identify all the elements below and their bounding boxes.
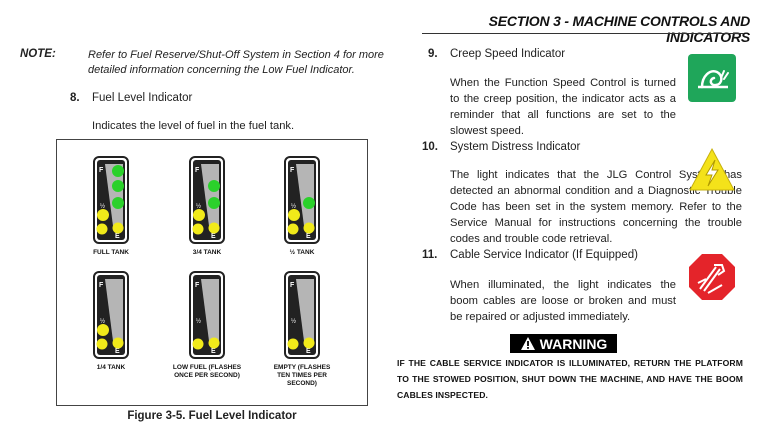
gauge-led-green — [112, 180, 124, 192]
gauge-quarter-tank: F ½ E — [93, 271, 129, 359]
gauge-led-yellow — [303, 222, 315, 234]
gauge-wedge — [296, 279, 314, 341]
item-10-title: System Distress Indicator — [450, 141, 581, 153]
gauge-label-empty: EMPTY (FLASHES TEN TIMES PER SECOND) — [273, 364, 331, 387]
gauge-mark-half: ½ — [196, 203, 201, 210]
gauge-led-yellow — [193, 209, 205, 221]
gauge-led-yellow — [112, 337, 124, 349]
gauge-mark-half: ½ — [291, 318, 296, 325]
gauge-wedge — [105, 279, 123, 341]
item-11-number: 11. — [422, 249, 438, 261]
lightning-warning-icon — [689, 147, 735, 191]
gauge-three-quarter-tank: F ½ E — [189, 156, 225, 244]
gauge-led-green — [208, 180, 220, 192]
section-header: SECTION 3 - MACHINE CONTROLS AND INDICAT… — [488, 13, 751, 45]
gauge-led-yellow — [287, 223, 299, 235]
gauge-label-quarter: 1/4 TANK — [96, 364, 126, 371]
gauge-label-three-quarter: 3/4 TANK — [192, 249, 222, 256]
gauge-low-fuel: F ½ E — [189, 271, 225, 359]
item-10-desc: The light indicates that the JLG Control… — [450, 169, 742, 245]
gauge-mark-empty: E — [306, 233, 311, 240]
gauge-label-low: LOW FUEL (FLASHES ONCE PER SECOND) — [172, 364, 242, 379]
gauge-led-green — [112, 197, 124, 209]
item-11-desc: When illuminated, the light indicates th… — [450, 279, 676, 323]
gauge-mark-full: F — [195, 282, 200, 289]
item-8-title: Fuel Level Indicator — [92, 92, 193, 104]
gauge-label-half: ½ TANK — [289, 249, 315, 256]
gauge-mark-empty: E — [306, 348, 311, 355]
gauge-mark-empty: E — [115, 233, 120, 240]
warning-label: WARNING — [539, 335, 608, 352]
gauge-half-tank: F ½ E — [284, 156, 320, 244]
figure-caption: Figure 3-5. Fuel Level Indicator — [127, 410, 297, 422]
gauge-wedge — [201, 279, 219, 341]
warning-banner: WARNING — [510, 334, 617, 353]
gauge-wedge — [105, 164, 123, 226]
gauge-mark-empty: E — [115, 348, 120, 355]
gauge-mark-half: ½ — [100, 318, 105, 325]
gauge-wedge — [201, 164, 219, 226]
item-9-desc: When the Function Speed Control is turne… — [450, 77, 676, 137]
gauge-led-green — [208, 197, 220, 209]
gauge-led-yellow — [112, 222, 124, 234]
item-8-number: 8. — [70, 92, 80, 104]
gauge-mark-full: F — [290, 282, 295, 289]
gauge-mark-half: ½ — [196, 318, 201, 325]
item-9-number: 9. — [428, 48, 438, 60]
gauge-led-yellow — [96, 223, 108, 235]
item-10-number: 10. — [422, 141, 438, 153]
gauge-mark-full: F — [290, 167, 295, 174]
warning-triangle-icon — [520, 337, 535, 350]
gauge-mark-full: F — [195, 167, 200, 174]
fuel-gauge-figure: F ½ E FULL TANK F ½ E 3/4 TANK F ½ E ½ TANK F ½… — [56, 139, 368, 406]
snail-icon — [688, 54, 736, 102]
note-label: NOTE: — [20, 48, 56, 60]
gauge-empty: F ½ E — [284, 271, 320, 359]
gauge-led-yellow — [96, 338, 108, 350]
gauge-wedge — [296, 164, 314, 226]
header-divider — [422, 33, 744, 34]
gauge-mark-empty: E — [211, 348, 216, 355]
gauge-led-yellow — [192, 223, 204, 235]
gauge-led-yellow — [288, 209, 300, 221]
gauge-led-yellow — [97, 209, 109, 221]
gauge-mark-half: ½ — [291, 203, 296, 210]
gauge-full-tank: F ½ E — [93, 156, 129, 244]
gauge-led-green — [303, 197, 315, 209]
gauge-mark-empty: E — [211, 233, 216, 240]
gauge-mark-full: F — [99, 167, 104, 174]
gauge-led-yellow — [192, 338, 204, 350]
cable-service-icon — [689, 254, 735, 300]
gauge-mark-full: F — [99, 282, 104, 289]
item-11-title: Cable Service Indicator (If Equipped) — [450, 249, 638, 261]
warning-text: IF THE CABLE SERVICE INDICATOR IS ILLUMI… — [397, 358, 743, 400]
gauge-led-green — [112, 165, 124, 177]
gauge-mark-half: ½ — [100, 203, 105, 210]
gauge-label-full: FULL TANK — [93, 249, 129, 256]
gauge-led-yellow — [97, 324, 109, 336]
item-8-desc: Indicates the level of fuel in the fuel … — [92, 120, 295, 132]
gauge-led-yellow — [287, 338, 299, 350]
cable-service-bg — [689, 254, 735, 300]
gauge-led-yellow — [303, 337, 315, 349]
item-9-title: Creep Speed Indicator — [450, 48, 566, 60]
gauge-led-yellow — [208, 337, 220, 349]
gauge-led-yellow — [208, 222, 220, 234]
note-text: Refer to Fuel Reserve/Shut-Off System in… — [88, 49, 384, 76]
